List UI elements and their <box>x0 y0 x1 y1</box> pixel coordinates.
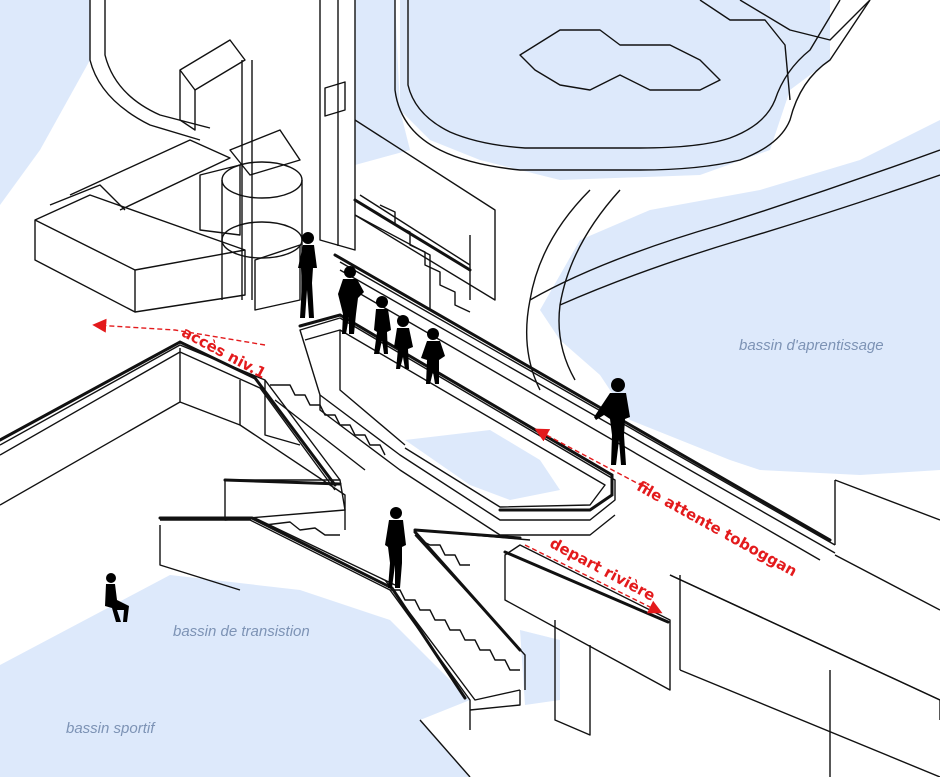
seated-person-silhouette <box>105 573 129 622</box>
route-arrows <box>92 318 663 614</box>
river-start-arrow <box>524 544 663 614</box>
sport-pool-label: bassin sportif <box>66 720 155 737</box>
lower-center-water <box>520 630 560 705</box>
person-silhouette <box>374 296 391 354</box>
person-silhouette <box>421 328 445 384</box>
upper-water <box>400 0 830 180</box>
people <box>105 232 630 622</box>
person-silhouette <box>338 266 364 334</box>
person-silhouette <box>394 315 413 369</box>
person-silhouette <box>385 507 406 588</box>
transition-pool-label: bassin de transistion <box>173 623 310 640</box>
learning-pool-label: bassin d'aprentissage <box>739 337 884 354</box>
person-silhouette <box>298 232 317 318</box>
top-center-water <box>355 0 410 165</box>
transition-pool <box>0 575 470 777</box>
person-silhouette <box>594 378 630 465</box>
handrails <box>0 198 832 700</box>
slide-queue-arrow <box>534 428 651 491</box>
top-left-water <box>0 0 90 205</box>
level1-arrow <box>92 318 266 346</box>
center-gap-water <box>405 430 560 500</box>
